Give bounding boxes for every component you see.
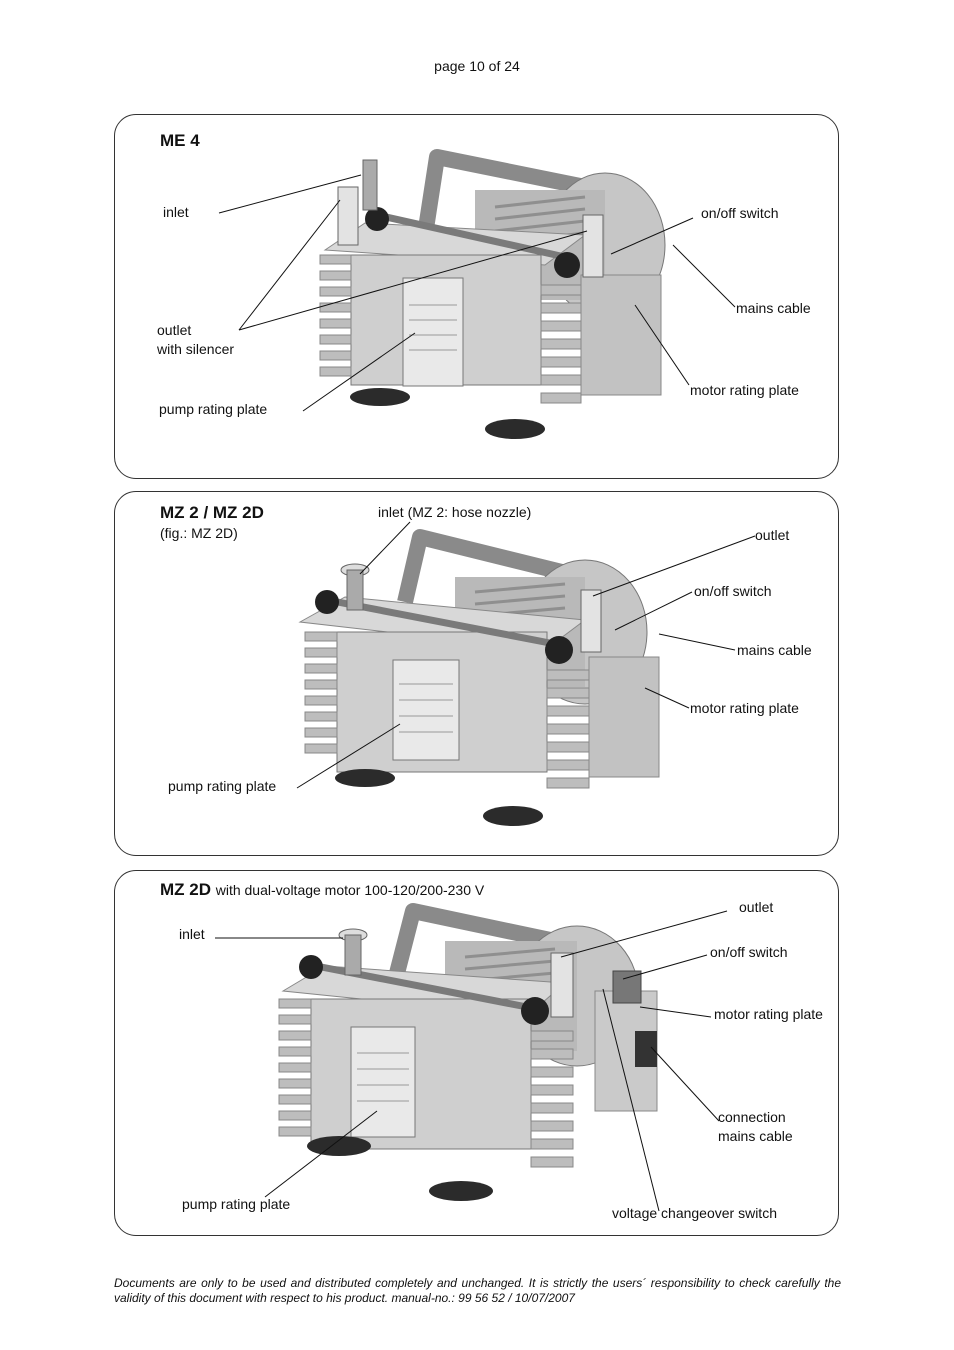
panel-mz2: MZ 2 / MZ 2D (fig.: MZ 2D) inlet (MZ 2: … — [114, 491, 839, 856]
label-connection-line1: connection — [718, 1109, 786, 1125]
label-on-off-switch: on/off switch — [710, 944, 788, 960]
label-pump-rating-plate: pump rating plate — [182, 1196, 291, 1212]
panel-title: MZ 2 / MZ 2D — [160, 503, 264, 522]
label-motor-rating-plate: motor rating plate — [714, 1006, 823, 1022]
panel-mz2d: MZ 2D with dual-voltage motor 100-120/20… — [114, 870, 839, 1236]
figure-note: (fig.: MZ 2D) — [160, 525, 238, 541]
label-outlet: outlet with silencer — [157, 321, 234, 359]
label-pump-rating-plate: pump rating plate — [159, 401, 268, 417]
label-inlet: inlet (MZ 2: hose nozzle) — [378, 504, 532, 520]
label-pump-rating-plate: pump rating plate — [168, 778, 277, 794]
label-voltage-changeover-switch: voltage changeover switch — [612, 1205, 777, 1221]
panel-me4: ME 4 inlet outlet with silencer pump rat… — [114, 114, 839, 479]
page-number: page 10 of 24 — [434, 58, 520, 74]
label-motor-rating-plate: motor rating plate — [690, 382, 799, 398]
pump-mz2d-illustration — [215, 903, 728, 1212]
label-outlet-line1: outlet — [157, 322, 192, 338]
panel-title: MZ 2D with dual-voltage motor 100-120/20… — [160, 880, 484, 900]
label-outlet-line2: with silencer — [157, 341, 235, 357]
panel-title: ME 4 — [160, 131, 200, 150]
title-subtitle: with dual-voltage motor 100-120/200-230 … — [215, 882, 485, 898]
label-mains-cable: mains cable — [736, 300, 811, 316]
label-inlet: inlet — [179, 926, 205, 942]
pump-mz2-illustration — [296, 521, 756, 826]
label-inlet: inlet — [163, 204, 189, 220]
label-mains-cable: mains cable — [737, 642, 812, 658]
label-motor-rating-plate: motor rating plate — [690, 700, 799, 716]
label-connection-line2: mains cable — [718, 1128, 793, 1144]
label-connection-mains-cable: connection mains cable — [718, 1108, 793, 1146]
label-on-off-switch: on/off switch — [701, 205, 779, 221]
pump-me4-illustration — [218, 149, 736, 439]
label-on-off-switch: on/off switch — [694, 583, 772, 599]
title-main: MZ 2D — [160, 880, 211, 899]
label-outlet: outlet — [755, 527, 790, 543]
footer-disclaimer: Documents are only to be used and distri… — [114, 1276, 841, 1305]
label-outlet: outlet — [739, 899, 774, 915]
